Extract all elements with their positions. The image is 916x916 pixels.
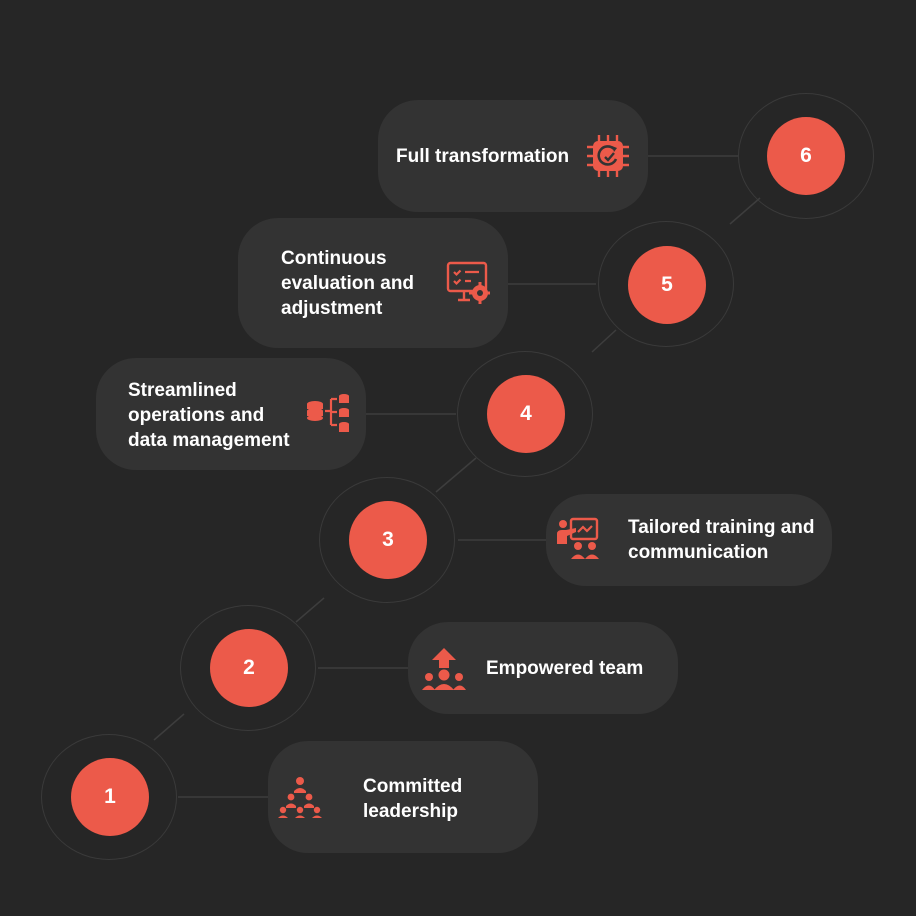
training-presentation-icon	[556, 516, 600, 560]
hierarchy-icon	[278, 775, 322, 819]
step-4-halo	[457, 351, 593, 477]
chip-cycle-icon	[586, 134, 630, 178]
step-1-halo	[41, 734, 177, 860]
step-3-card: Tailored training and communication	[546, 494, 832, 586]
monitor-gear-icon	[446, 260, 490, 304]
step-4-card: Streamlined operations and data manageme…	[96, 358, 366, 470]
step-6-halo	[738, 93, 874, 219]
database-flow-icon	[306, 392, 350, 436]
step-6-label: Full transformation	[396, 146, 570, 167]
step-3-number: 3	[349, 501, 427, 579]
step-5-halo	[598, 221, 734, 347]
step-6-number: 6	[767, 117, 845, 195]
step-2-card: Empowered team	[408, 622, 678, 714]
step-5-number: 5	[628, 246, 706, 324]
step-2-number: 2	[210, 629, 288, 707]
step-3-halo	[319, 477, 455, 603]
step-1-number: 1	[71, 758, 149, 836]
step-5-label: Continuous evaluation and adjustment	[281, 248, 415, 319]
step-2-halo	[180, 605, 316, 731]
step-2-label: Empowered team	[486, 658, 644, 679]
team-growth-icon	[422, 646, 466, 690]
step-1-card: Committed leadership	[268, 741, 538, 853]
step-1-label: Committed leadership	[363, 776, 463, 822]
step-6-card: Full transformation	[378, 100, 648, 212]
step-4-number: 4	[487, 375, 565, 453]
step-5-card: Continuous evaluation and adjustment	[238, 218, 508, 348]
step-4-label: Streamlined operations and data manageme…	[128, 380, 290, 451]
step-3-label: Tailored training and communication	[628, 517, 815, 563]
